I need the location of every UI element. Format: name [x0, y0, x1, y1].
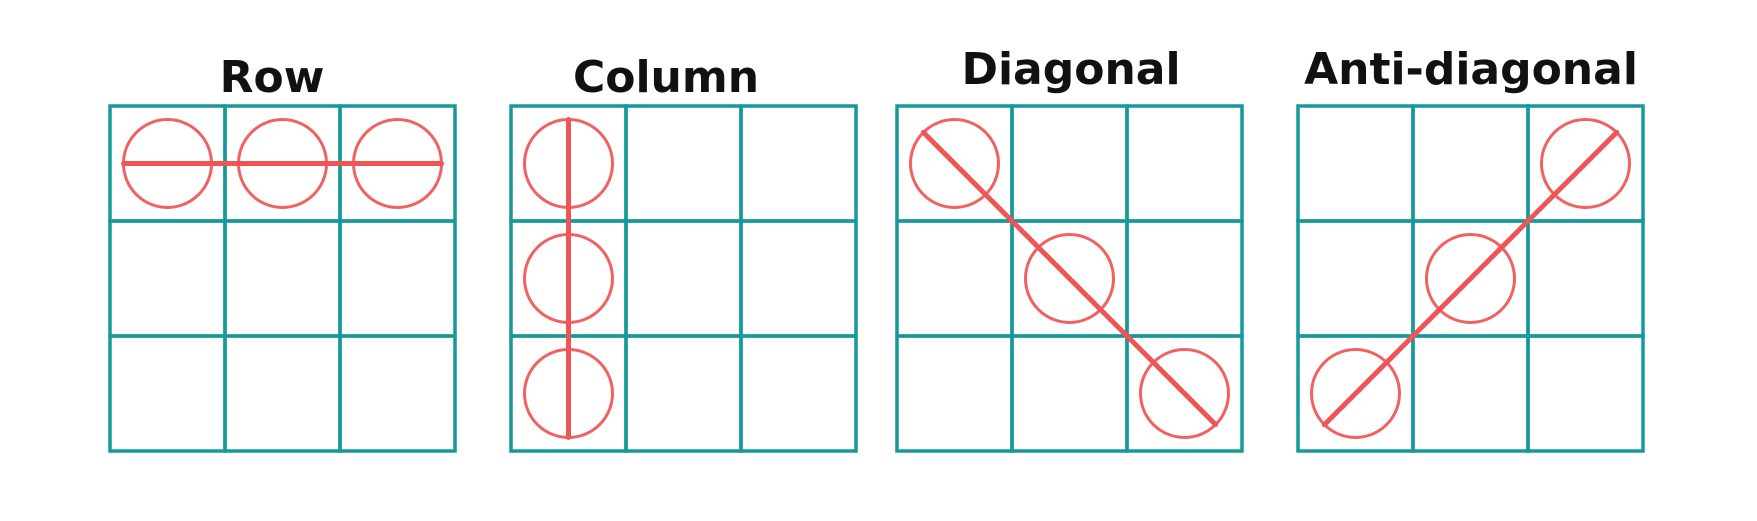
strike-line	[920, 129, 1219, 428]
circle-mark-1	[909, 118, 1000, 209]
grid-cell-r0-c1	[624, 104, 743, 223]
grid-cell-r2-c1	[1010, 334, 1129, 453]
grid-diagonal	[895, 104, 1244, 453]
panel-title-anti-diagonal: Anti-diagonal	[1304, 44, 1638, 95]
circle-mark-1	[1540, 118, 1631, 209]
grid-cell-r0-c2	[1125, 104, 1244, 223]
grid-cell-r2-c2	[338, 334, 457, 453]
grid-anti-diagonal	[1296, 104, 1645, 453]
grid-cell-r1-c2	[1526, 219, 1645, 338]
panel-diagonal: Diagonal	[895, 44, 1244, 453]
panel-title-column: Column	[573, 52, 759, 103]
grid-cell-r0-c1	[1010, 104, 1129, 223]
strike-line	[1321, 129, 1620, 428]
panel-title-diagonal: Diagonal	[961, 44, 1180, 95]
grid-cell-r2-c0	[895, 334, 1014, 453]
grid-cell-r2-c1	[223, 334, 342, 453]
grid-cell-r0-c2	[739, 104, 858, 223]
marks-diagonal	[909, 118, 1230, 439]
grid-cell-r2-c1	[624, 334, 743, 453]
circle-mark-3	[1139, 348, 1230, 439]
panel-column: Column	[509, 52, 858, 453]
marks-row	[121, 118, 444, 209]
grid-row	[108, 104, 457, 453]
grid-cell-r0-c1	[1411, 104, 1530, 223]
marks-anti-diagonal	[1310, 118, 1631, 439]
grid-cell-r2-c0	[108, 334, 227, 453]
grid-cell-r1-c2	[338, 219, 457, 338]
grid-cell-r2-c2	[1125, 334, 1244, 453]
grid-cell-r1-c1	[624, 219, 743, 338]
grid-cell-r2-c1	[1411, 334, 1530, 453]
grid-cell-r1-c0	[108, 219, 227, 338]
grid-cell-r1-c0	[1296, 219, 1415, 338]
circle-mark-3	[1310, 348, 1401, 439]
circle-mark-2	[1425, 233, 1516, 324]
panel-title-row: Row	[220, 52, 325, 103]
grid-cell-r2-c2	[739, 334, 858, 453]
marks-column	[523, 117, 614, 440]
grid-cell-r2-c2	[1526, 334, 1645, 453]
grid-column	[509, 104, 858, 453]
grid-cell-r1-c0	[895, 219, 1014, 338]
grid-cell-r0-c0	[1296, 104, 1415, 223]
circle-mark-2	[1024, 233, 1115, 324]
grid-cell-r1-c2	[739, 219, 858, 338]
grid-cell-r1-c2	[1125, 219, 1244, 338]
panel-row: Row	[108, 52, 457, 453]
panel-anti-diagonal: Anti-diagonal	[1296, 44, 1645, 453]
grid-cell-r1-c1	[223, 219, 342, 338]
